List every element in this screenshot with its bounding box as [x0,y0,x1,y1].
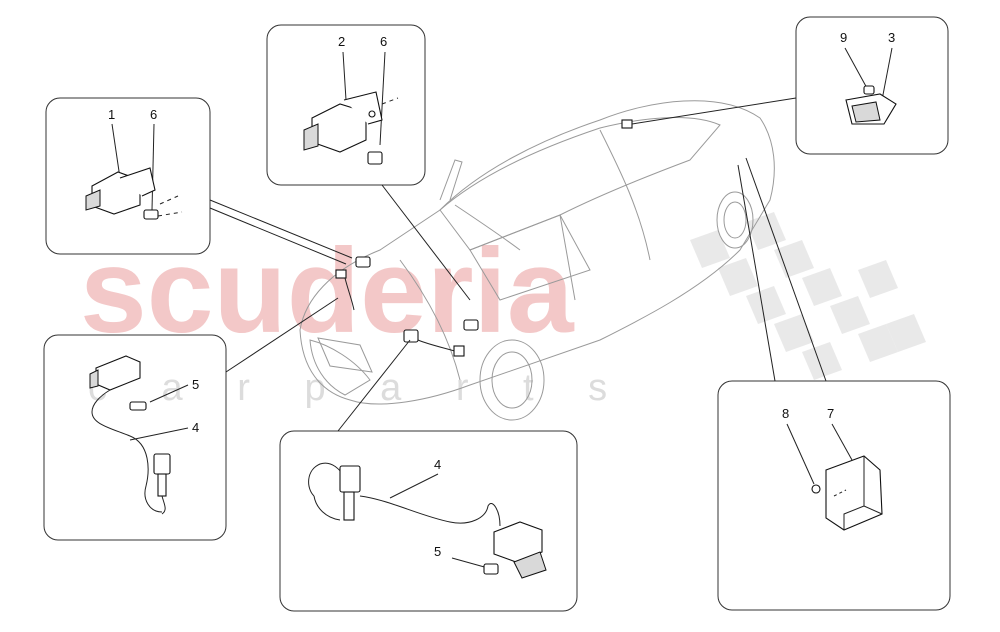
callout-5b: 5 [434,544,441,559]
detail-box-1: 1 6 [45,97,211,255]
callout-4: 4 [192,420,199,435]
callout-8: 8 [782,406,789,421]
callout-3: 3 [888,30,895,45]
detail-box-6: 8 7 [717,380,951,611]
callout-7: 7 [827,406,834,421]
callout-5: 5 [192,377,199,392]
detail-box-2: 2 6 [266,24,426,186]
callout-9: 9 [840,30,847,45]
callout-1: 1 [108,107,115,122]
detail-box-3: 9 3 [795,16,949,155]
detail-box-5: 4 5 [279,430,578,612]
checkered-flag-watermark [690,212,926,380]
car-mounted-parts [335,119,633,357]
watermark-subtitle: c a r p a r t s [88,367,629,409]
callout-4b: 4 [434,457,441,472]
callout-6: 6 [150,107,157,122]
callout-6b: 6 [380,34,387,49]
detail-box-4: 5 4 [43,334,227,541]
car-illustration [299,100,775,421]
callout-2: 2 [338,34,345,49]
watermark-brand: scuderia [80,224,575,358]
